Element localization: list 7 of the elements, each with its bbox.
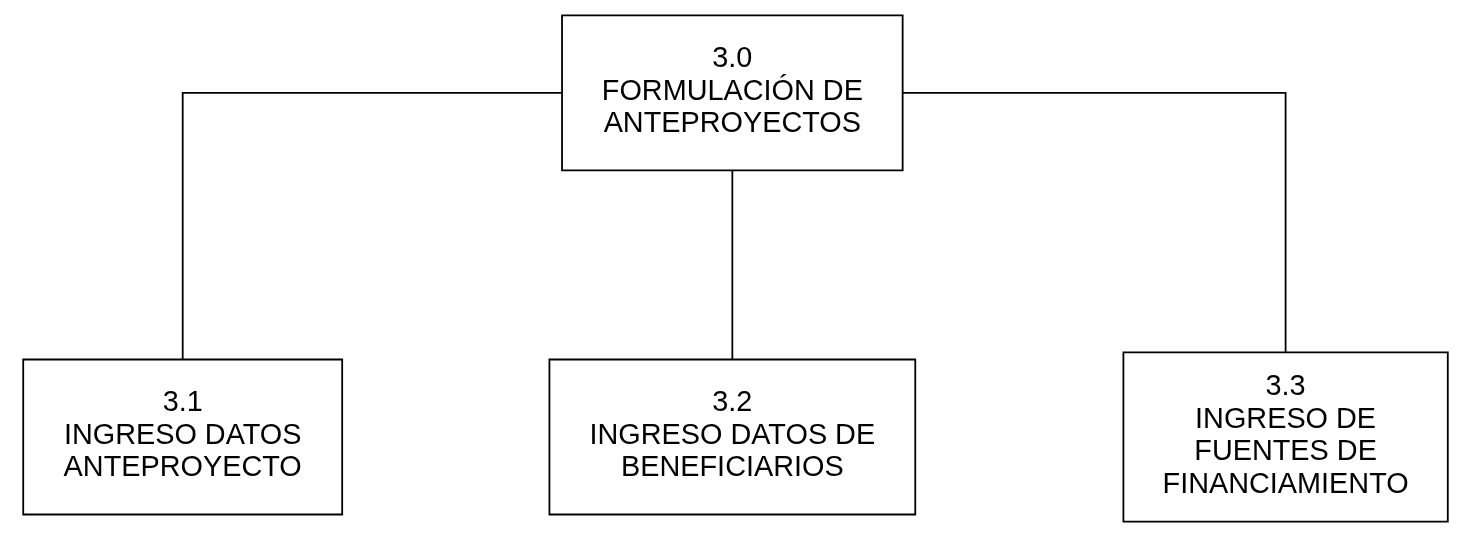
node-box: 3.3 INGRESO DE FUENTES DE FINANCIAMIENTO bbox=[1122, 351, 1449, 523]
node-box: 3.0 FORMULACIÓN DE ANTEPROYECTOS bbox=[560, 14, 904, 172]
connector bbox=[181, 91, 562, 360]
node-box: 3.2 INGRESO DATOS DE BENEFICIARIOS bbox=[548, 358, 916, 516]
connector bbox=[901, 91, 1286, 353]
node-box: 3.1 INGRESO DATOS ANTEPROYECTO bbox=[21, 358, 343, 516]
connector bbox=[730, 170, 733, 361]
